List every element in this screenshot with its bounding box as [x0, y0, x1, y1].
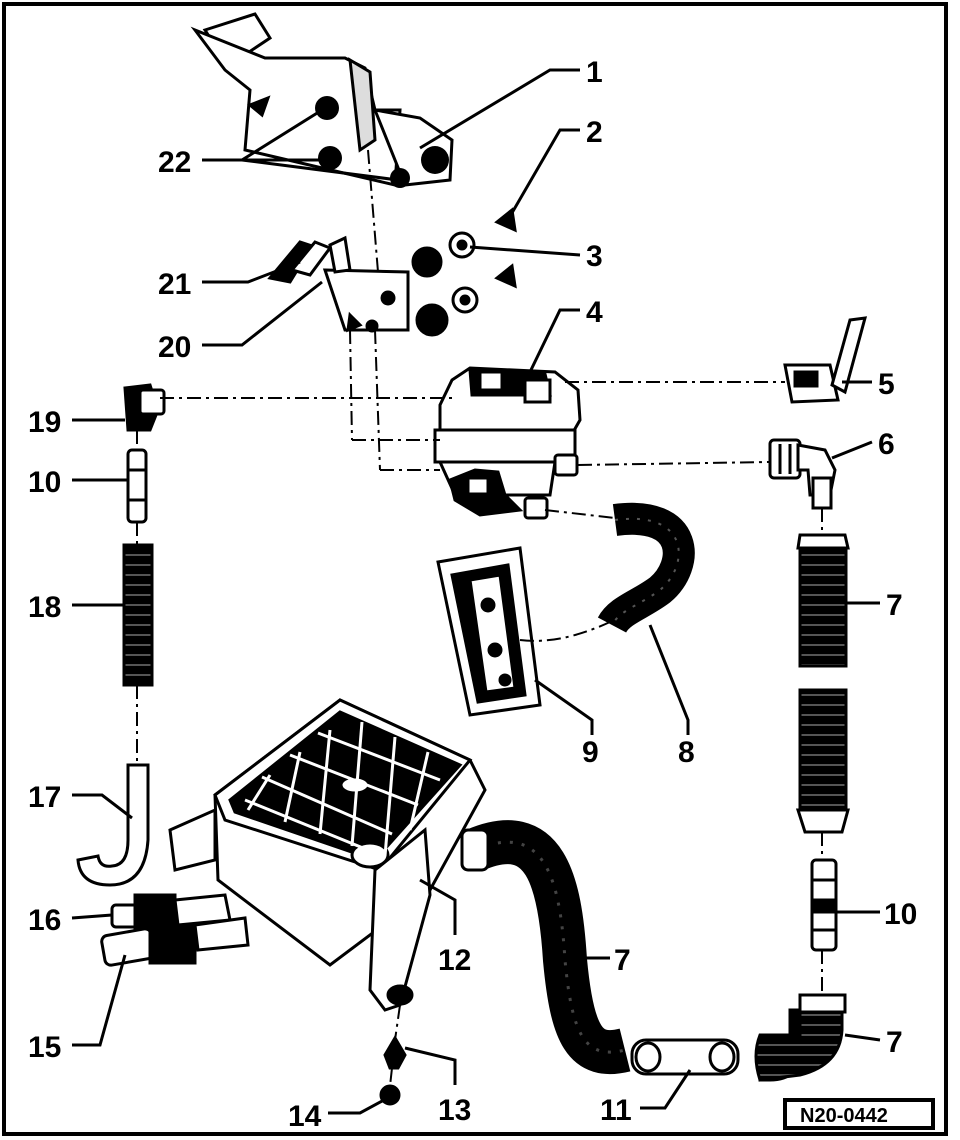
bracket-9 — [436, 546, 542, 717]
callout-12: 12 — [438, 944, 471, 977]
right-hose — [795, 476, 850, 834]
callout-3: 3 — [586, 240, 603, 273]
callout-2: 2 — [586, 116, 603, 149]
callout-14: 14 — [288, 1100, 322, 1133]
callout-17: 17 — [28, 781, 61, 814]
charcoal-canister — [168, 698, 487, 1012]
lower-elbow-hose — [754, 993, 847, 1082]
callout-13: 13 — [438, 1094, 471, 1127]
bolts-and-washers — [411, 207, 517, 337]
bracket-rubber-mounts — [315, 96, 449, 188]
clip — [783, 316, 868, 404]
callout-5: 5 — [878, 368, 895, 401]
assembly-lines — [136, 149, 823, 1087]
left-connector — [126, 448, 148, 524]
callout-8: 8 — [678, 736, 695, 769]
callout-6: 6 — [878, 428, 895, 461]
right-connector — [810, 858, 838, 952]
callout-1: 1 — [586, 56, 603, 89]
callout-10-right: 10 — [884, 898, 917, 931]
valve-body — [433, 366, 582, 520]
leader-lines — [71, 68, 881, 1115]
callout-7-lower: 7 — [886, 1026, 903, 1059]
callout-7-upper: 7 — [886, 589, 903, 622]
bottom-connector — [630, 1038, 740, 1076]
callout-7-middle: 7 — [614, 944, 631, 977]
left-elbow — [123, 383, 166, 432]
callout-22: 22 — [158, 146, 191, 179]
callout-10-left: 10 — [28, 466, 61, 499]
figure-reference: N20-0442 — [783, 1098, 935, 1130]
curved-hose-8 — [597, 502, 695, 634]
hose-ribbing — [474, 840, 626, 1054]
callout-15: 15 — [28, 1031, 61, 1064]
screw-and-nut — [379, 1035, 407, 1106]
lower-bracket — [267, 235, 410, 333]
left-hose — [122, 543, 154, 687]
canister-fittings — [100, 893, 250, 967]
hook-hose — [76, 763, 150, 887]
callout-21: 21 — [158, 268, 191, 301]
callout-9: 9 — [582, 736, 599, 769]
hose-collar — [460, 828, 490, 872]
canister-grid — [244, 721, 441, 857]
callout-11: 11 — [600, 1094, 632, 1127]
canister-outlet-hose — [466, 820, 631, 1075]
callout-18: 18 — [28, 591, 61, 624]
callout-labels: 1 2 3 4 5 6 7 7 7 8 9 10 10 11 12 13 14 … — [28, 56, 917, 1133]
callout-19: 19 — [28, 406, 61, 439]
callout-4: 4 — [586, 296, 603, 329]
figure-reference-code: N20-0442 — [800, 1105, 888, 1127]
callout-20: 20 — [158, 331, 191, 364]
callout-16: 16 — [28, 904, 61, 937]
